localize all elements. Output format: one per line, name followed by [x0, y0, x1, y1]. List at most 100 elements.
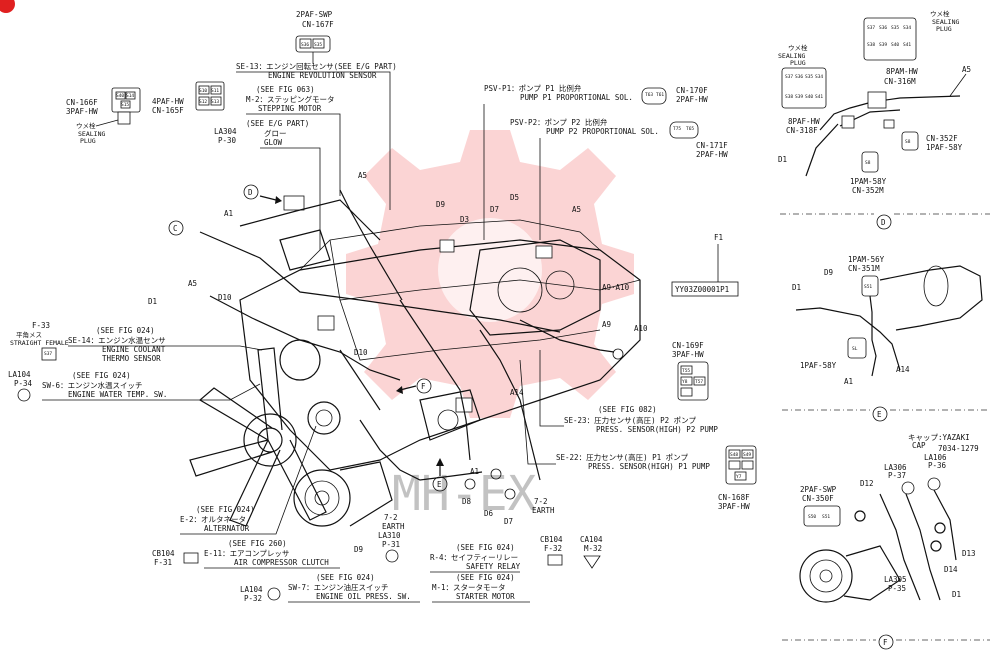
svg-text:Y7: Y7 [736, 474, 742, 480]
svg-text:PUMP P2 PROPORTIONAL SOL.: PUMP P2 PROPORTIONAL SOL. [546, 127, 659, 136]
svg-text:PLUG: PLUG [790, 59, 806, 67]
svg-text:S34: S34 [815, 74, 823, 80]
svg-text:CN-350F: CN-350F [802, 494, 834, 503]
callout-la104-p34: LA104 P-34 [8, 370, 33, 402]
alternator-detail-illustration [799, 545, 901, 603]
callout-earth-1: 7-2 EARTH LA310 P-31 [378, 513, 405, 563]
connector-cn-166f: S40 S14 S15 CN-166F 3PAF-HW ウメ栓 SEALING … [66, 87, 141, 145]
callout-e-11: (SEE FIG 260) E-11：エアコンプレッサ AIR COMPRESS… [204, 539, 340, 569]
part-d8: D8 [462, 497, 472, 506]
callout-se-14: (SEE FIG 024) SE-14：エンジン水温センサ ENGINE COO… [68, 326, 263, 363]
svg-text:PRESS. SENSOR(HIGH) P1 PUMP: PRESS. SENSOR(HIGH) P1 PUMP [588, 462, 710, 471]
svg-text:ENGINE COOLANT: ENGINE COOLANT [102, 345, 166, 354]
svg-text:2PAF-SWP: 2PAF-SWP [800, 485, 837, 494]
svg-text:D12: D12 [860, 479, 874, 488]
svg-text:D14: D14 [944, 565, 958, 574]
detail-view-d: ウメ栓 SEALING PLUG S37 S36 S35 S34 S38 S39… [778, 9, 990, 230]
svg-text:P-32: P-32 [244, 594, 262, 603]
svg-text:P-37: P-37 [888, 471, 906, 480]
svg-text:2PAF-HW: 2PAF-HW [676, 95, 708, 104]
wiring-harness [199, 189, 615, 481]
svg-text:S49: S49 [743, 452, 751, 458]
svg-text:SEALING: SEALING [932, 18, 959, 26]
starter-motor-illustration [419, 389, 481, 441]
part-a1-b: A1 [470, 467, 479, 476]
cooling-fan-icon [189, 347, 327, 527]
svg-text:SEALING: SEALING [78, 130, 105, 138]
svg-text:PLUG: PLUG [80, 137, 96, 145]
svg-text:S41: S41 [903, 42, 911, 48]
svg-text:S35: S35 [805, 74, 813, 80]
corner-badge-icon [0, 0, 15, 13]
svg-text:SAFETY RELAY: SAFETY RELAY [466, 562, 521, 571]
svg-text:CN-169F: CN-169F [672, 341, 704, 350]
svg-text:F-31: F-31 [154, 558, 172, 567]
svg-text:E: E [437, 480, 442, 489]
callout-sw-7: (SEE FIG 024) SW-7：エンジン油圧スイッチ ENGINE OIL… [288, 573, 420, 603]
svg-text:CN-166F: CN-166F [66, 98, 98, 107]
air-compressor-illustration [293, 461, 393, 527]
svg-text:S36: S36 [301, 42, 309, 48]
svg-text:S36: S36 [795, 74, 803, 80]
svg-text:S37: S37 [785, 74, 793, 80]
svg-text:S39: S39 [879, 42, 887, 48]
svg-text:STEPPING MOTOR: STEPPING MOTOR [258, 104, 322, 113]
svg-text:SE-13：エンジン回転センサ(SEE E/G PART): SE-13：エンジン回転センサ(SEE E/G PART) [236, 62, 397, 71]
svg-text:S11: S11 [211, 88, 219, 94]
svg-text:PRESS. SENSOR(HIGH) P2 PUMP: PRESS. SENSOR(HIGH) P2 PUMP [596, 425, 718, 434]
svg-text:(SEE FIG 260): (SEE FIG 260) [228, 539, 287, 548]
callout-earth-2: 7-2 EARTH [532, 497, 555, 515]
connector-cn-350f [803, 505, 841, 527]
callout-sw-6: (SEE FIG 024) SW-6：エンジン水温スイッチ ENGINE WAT… [42, 371, 261, 401]
part-d9-b: D9 [354, 545, 363, 554]
svg-text:D1: D1 [792, 283, 801, 292]
view-marker-c: C [168, 220, 184, 236]
svg-text:SL: SL [852, 346, 858, 352]
connector-block-d [283, 195, 305, 211]
svg-text:P-35: P-35 [888, 584, 906, 593]
svg-text:S13: S13 [211, 99, 219, 105]
part-d1: D1 [148, 297, 157, 306]
svg-text:F: F [421, 382, 426, 391]
svg-text:3PAF-HW: 3PAF-HW [718, 502, 750, 511]
svg-text:(SEE FIG 082): (SEE FIG 082) [598, 405, 657, 414]
svg-text:S51: S51 [822, 514, 830, 520]
callout-cb104-f32: CB104 F-32 [540, 535, 563, 566]
svg-text:CN-170F: CN-170F [676, 86, 708, 95]
svg-text:T55: T55 [682, 368, 690, 374]
svg-text:S10: S10 [199, 88, 207, 94]
watermark-logo: MH-EX [346, 130, 634, 522]
svg-text:F-32: F-32 [544, 544, 562, 553]
svg-text:1PAM-56Y: 1PAM-56Y [848, 255, 885, 264]
svg-text:1PAF-58Y: 1PAF-58Y [800, 361, 837, 370]
detail-view-e: 1PAM-56Y CN-351M S51 D9 D1 SL 1PAF-58Y A… [782, 255, 990, 422]
svg-text:P-31: P-31 [382, 540, 400, 549]
connector-f-33: F-33 平角メス STRAIGHT FEMALE S37 [10, 321, 69, 361]
svg-text:CN-171F: CN-171F [696, 141, 728, 150]
part-d10: D10 [218, 293, 232, 302]
svg-text:SW-7：エンジン油圧スイッチ: SW-7：エンジン油圧スイッチ [288, 582, 389, 592]
svg-text:T61: T61 [656, 92, 664, 98]
svg-text:F: F [883, 638, 888, 647]
svg-text:S39: S39 [795, 94, 803, 100]
part-a5-left: A5 [188, 279, 197, 288]
view-marker-e: E [432, 458, 448, 492]
svg-text:ウメ栓: ウメ栓 [788, 43, 808, 52]
svg-text:S34: S34 [903, 25, 911, 31]
callout-se-13: SE-13：エンジン回転センサ(SEE E/G PART) ENGINE REV… [236, 62, 397, 210]
svg-text:SEALING: SEALING [778, 52, 805, 60]
detail-view-f: キャップ:YAZAKI CAP 7034-1279 LA106 P-36 LA3… [782, 433, 990, 650]
svg-text:キャップ:YAZAKI: キャップ:YAZAKI [908, 433, 970, 442]
svg-text:S14: S14 [126, 93, 134, 99]
part-a9: A9 [602, 320, 611, 329]
svg-text:E-2：オルタネータ: E-2：オルタネータ [180, 515, 246, 524]
svg-text:S50: S50 [808, 514, 816, 520]
svg-text:(SEE FIG 063): (SEE FIG 063) [256, 85, 315, 94]
svg-text:T75: T75 [673, 126, 681, 132]
svg-text:CN-165F: CN-165F [152, 106, 184, 115]
part-a9a10: A9·A10 [602, 283, 630, 292]
part-d10-b: D10 [354, 348, 368, 357]
svg-text:7-2: 7-2 [534, 497, 548, 506]
svg-text:S38: S38 [867, 42, 875, 48]
